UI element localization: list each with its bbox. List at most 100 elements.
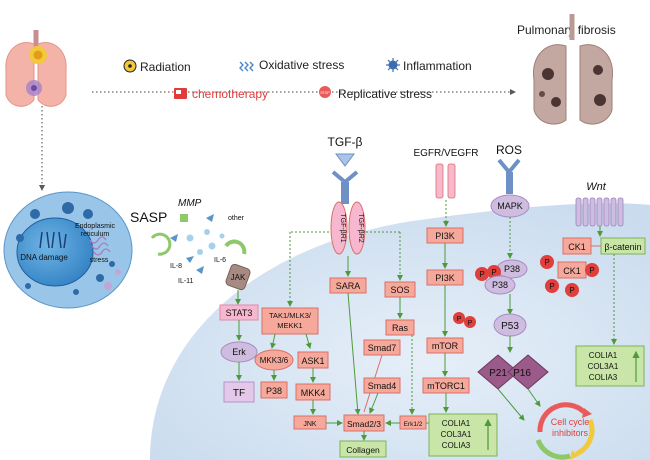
svg-text:COLIA3: COLIA3	[442, 441, 471, 450]
ck1-node-a: CK1	[562, 237, 592, 255]
smad4-node: Smad4	[363, 377, 401, 394]
svg-text:TF: TF	[233, 388, 245, 399]
inflammation-label: Inflammation	[403, 59, 472, 73]
mkk36-node: MKK3/6	[254, 349, 294, 371]
tgfb-ligand: TGF-β	[328, 135, 363, 167]
p38-node-a: P38	[496, 259, 528, 279]
radiation-label: Radiation	[140, 60, 191, 74]
jnk-node: JNK	[293, 415, 327, 430]
svg-text:ASK1: ASK1	[301, 356, 324, 366]
senescent-nucleus: DNA damage Endoplasmic reticulum stress	[3, 191, 133, 309]
mkk4-node: MKK4	[295, 383, 331, 401]
mtorc1-node: mTORC1	[422, 377, 470, 394]
svg-text:P: P	[479, 270, 484, 279]
stressor-oxidative: Oxidative stress	[239, 58, 344, 72]
tgfbr1-label: TGF-βR1	[339, 213, 346, 242]
svg-text:ROS: ROS	[496, 143, 522, 157]
svg-text:CK1: CK1	[568, 242, 586, 252]
tgfb-receptor: TGF-βR1 TGF-βR2	[330, 170, 366, 255]
ck1-phospho: P P P P	[540, 255, 599, 297]
beta-catenin-node: β-catenin	[600, 237, 646, 255]
svg-text:MKK3/6: MKK3/6	[260, 356, 289, 365]
svg-text:EGFR/VEGFR: EGFR/VEGFR	[413, 148, 478, 159]
svg-text:Erk: Erk	[232, 347, 246, 357]
er-stress-label-3: stress	[90, 257, 109, 264]
erk-node: Erk	[220, 341, 258, 363]
wnt-receptor: Wnt	[575, 181, 624, 227]
other-label: other	[228, 215, 245, 222]
p21-p16-diamonds: P21 P16	[477, 354, 549, 390]
cell-cycle-icon	[535, 402, 595, 460]
svg-text:β-catenin: β-catenin	[604, 242, 641, 252]
svg-text:P: P	[491, 268, 496, 277]
mapk-node: MAPK	[490, 194, 530, 218]
collagen-node: Collagen	[339, 440, 387, 458]
svg-text:Erk1/2: Erk1/2	[404, 421, 423, 428]
stressor-radiation: Radiation	[123, 59, 191, 74]
p38-node-b: P38	[484, 275, 516, 295]
vesicles	[16, 202, 115, 295]
svg-text:TGF-β: TGF-β	[328, 135, 363, 149]
inflammation-virus-icon	[386, 58, 400, 72]
sara-node: SARA	[329, 277, 367, 294]
replicative-label: Replicative stress	[338, 87, 432, 101]
sasp-group: SASP MMP other IL-8 IL-11 IL-6	[130, 198, 247, 285]
stat3-node: STAT3	[219, 304, 259, 321]
er-stress-label-1: Endoplasmic	[75, 223, 116, 230]
er-stress-label-2: reticulum	[81, 231, 110, 238]
svg-text:Wnt: Wnt	[586, 181, 607, 193]
oxidative-wave-icon	[239, 61, 254, 72]
cytokine-shapes	[150, 214, 247, 274]
mmp-label: MMP	[178, 198, 202, 209]
il11-label: IL-11	[178, 278, 194, 285]
center-collagen-genes: COLIA1 COL3A1 COLIA3	[428, 413, 498, 457]
svg-text:JNK: JNK	[303, 421, 317, 428]
tgfbr2-label: TGF-βR2	[357, 213, 364, 242]
p38-left-node: P38	[260, 381, 288, 399]
pi3k-phospho: P P	[453, 312, 476, 328]
cell-cycle-label-1: Cell cycle	[551, 417, 590, 427]
ros-receptor: ROS	[496, 143, 522, 194]
stop-sign-icon	[319, 86, 331, 98]
sos-node: SOS	[384, 281, 416, 298]
svg-text:Collagen: Collagen	[346, 445, 380, 455]
svg-text:P: P	[544, 258, 549, 267]
svg-text:P: P	[457, 316, 462, 323]
p53-node: P53	[493, 313, 527, 337]
stressor-inflammation: Inflammation	[386, 58, 472, 73]
il6-label: IL-6	[214, 257, 226, 264]
pi3k-node-1: PI3K	[426, 227, 464, 244]
healthy-lungs	[5, 30, 67, 107]
svg-text:STOP: STOP	[320, 91, 330, 95]
ras-node: Ras	[385, 319, 415, 336]
svg-text:P38: P38	[492, 280, 508, 290]
svg-text:PI3K: PI3K	[435, 273, 455, 283]
svg-text:P: P	[589, 266, 594, 275]
svg-text:mTOR: mTOR	[432, 341, 459, 351]
svg-text:MKK4: MKK4	[301, 388, 326, 398]
fibrotic-lungs	[532, 14, 614, 125]
svg-text:MAPK: MAPK	[497, 201, 523, 211]
svg-text:P38: P38	[504, 264, 520, 274]
svg-text:TAK1/MLK3/: TAK1/MLK3/	[269, 311, 312, 320]
svg-text:Smad4: Smad4	[368, 381, 397, 391]
svg-text:Smad7: Smad7	[368, 343, 397, 353]
chemotherapy-label: chemotherapy	[192, 87, 268, 101]
svg-text:Smad2/3: Smad2/3	[347, 419, 381, 429]
sasp-label: SASP	[130, 209, 167, 225]
svg-text:P: P	[569, 286, 574, 295]
jak-node: JAK	[225, 263, 251, 291]
dna-damage-label: DNA damage	[20, 253, 68, 262]
svg-text:SOS: SOS	[390, 285, 409, 295]
ck1-node-b: CK1	[557, 261, 587, 279]
oxidative-label: Oxidative stress	[259, 58, 344, 72]
ask1-node: ASK1	[297, 351, 329, 369]
svg-text:P: P	[468, 320, 473, 327]
svg-text:CK1: CK1	[563, 266, 581, 276]
svg-text:SARA: SARA	[336, 281, 361, 291]
svg-text:COLIA1: COLIA1	[442, 419, 471, 428]
cell-cycle-label-2: inhibitors	[552, 428, 589, 438]
pi3k-node-2: PI3K	[426, 269, 464, 286]
svg-text:mTORC1: mTORC1	[427, 381, 465, 391]
